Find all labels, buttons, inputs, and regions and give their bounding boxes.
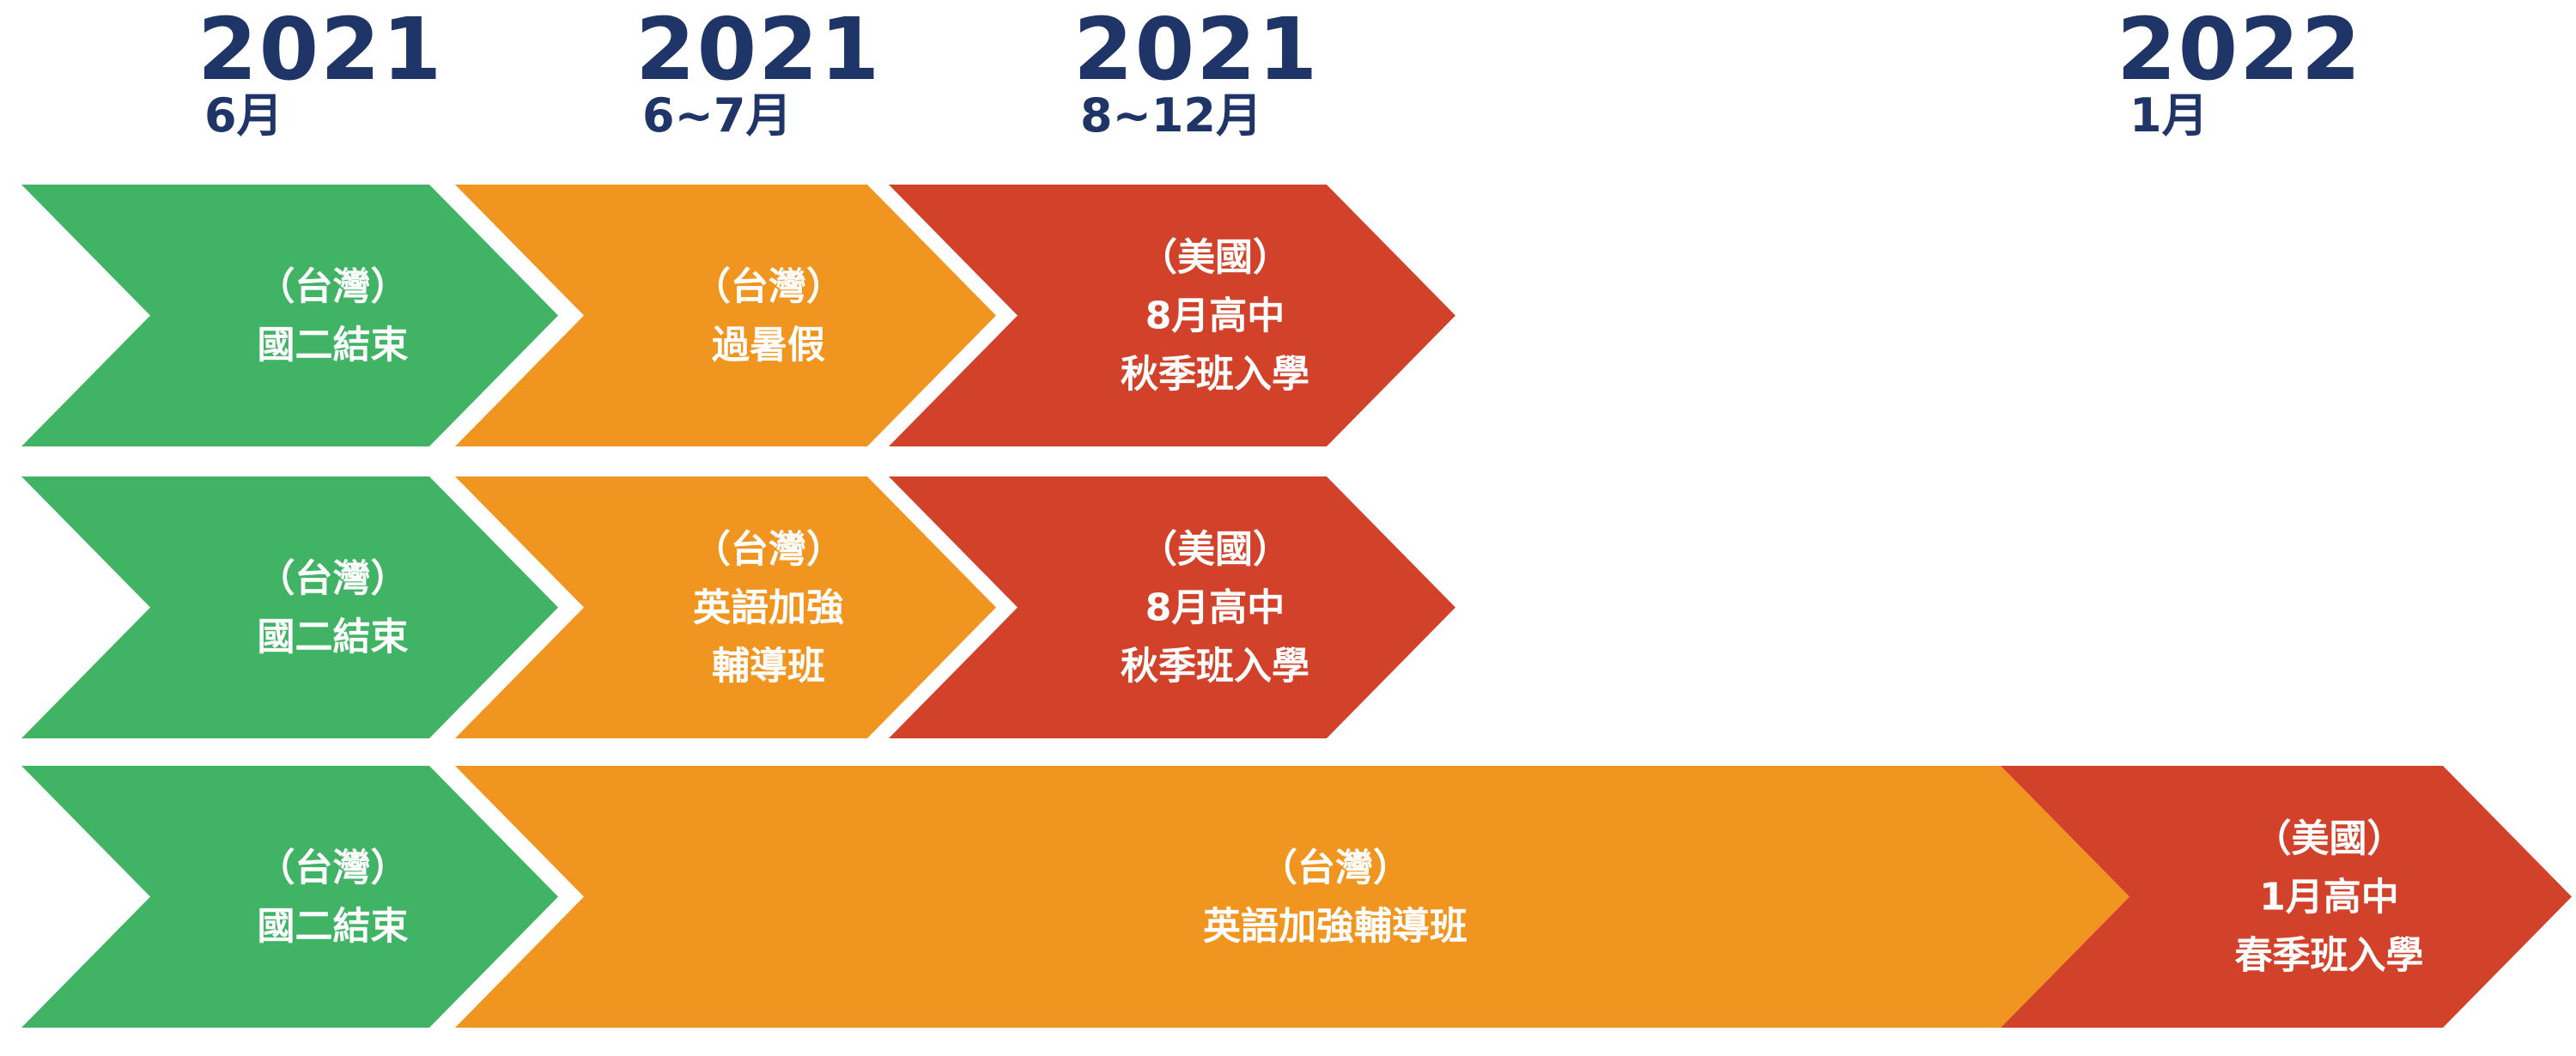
chevron-stage-1-2: （台灣） 過暑假: [455, 185, 996, 446]
chevron-label-line: （美國）: [1139, 236, 1291, 280]
chevron-stage-3-1: （台灣） 國二結束: [21, 766, 558, 1028]
chevron-stage-2-2: （台灣） 英語加強輔導班: [455, 476, 996, 738]
chevron-label-line: （台灣）: [258, 265, 409, 309]
date-month: 8~12月: [1080, 88, 1262, 143]
chevron-shape: [21, 476, 558, 738]
chevron-label-line: 秋季班入學: [1121, 645, 1309, 689]
chevron-stage-2-1: （台灣） 國二結束: [21, 476, 558, 738]
date-month: 6月: [204, 88, 283, 143]
chevron-label-line: （美國）: [1139, 528, 1291, 572]
chevron-label-line: 國二結束: [258, 905, 409, 949]
chevron-label-line: 英語加強: [693, 586, 844, 630]
date-month: 1月: [2129, 88, 2208, 143]
chevron-label-line: （台灣）: [693, 528, 844, 572]
chevron-stage-1-1: （台灣） 國二結束: [21, 185, 558, 446]
chevron-label-line: 過暑假: [712, 324, 825, 367]
chevron-shape: [21, 766, 558, 1028]
date-year: 2021: [1073, 0, 1320, 100]
chevron-shape: [455, 766, 2129, 1028]
date-month: 6~7月: [642, 88, 793, 143]
chevron-label-line: （美國）: [2254, 817, 2405, 861]
chevron-shape: [21, 185, 558, 446]
date-year: 2021: [635, 0, 882, 100]
chevron-shape: [2001, 766, 2572, 1028]
chevron-label-line: 秋季班入學: [1121, 353, 1309, 397]
chevron-label-line: 春季班入學: [2235, 934, 2424, 978]
chevron-shape: [889, 185, 1455, 446]
chevron-label-line: 英語加強輔導班: [1203, 905, 1467, 949]
chevron-shape: [455, 185, 996, 446]
chevron-label-line: 國二結束: [258, 616, 409, 659]
chevron-label-line: （台灣）: [693, 265, 844, 309]
chevron-label-line: 8月高中: [1145, 586, 1285, 630]
chevron-label-line: （台灣）: [1260, 847, 1411, 890]
date-year: 2021: [197, 0, 444, 100]
chevron-shape: [455, 476, 996, 738]
chevron-stage-3-2: （台灣） 英語加強輔導班: [455, 766, 2129, 1028]
chevron-label-line: 國二結束: [258, 324, 409, 367]
chevron-label-line: （台灣）: [258, 557, 409, 601]
chevron-label-line: 1月高中: [2259, 876, 2399, 919]
date-year: 2022: [2117, 0, 2363, 100]
chevron-label-line: （台灣）: [258, 847, 409, 890]
chevron-shape: [889, 476, 1455, 738]
chevron-label-line: 8月高中: [1145, 294, 1285, 338]
chevron-label-line: 輔導班: [712, 645, 825, 689]
